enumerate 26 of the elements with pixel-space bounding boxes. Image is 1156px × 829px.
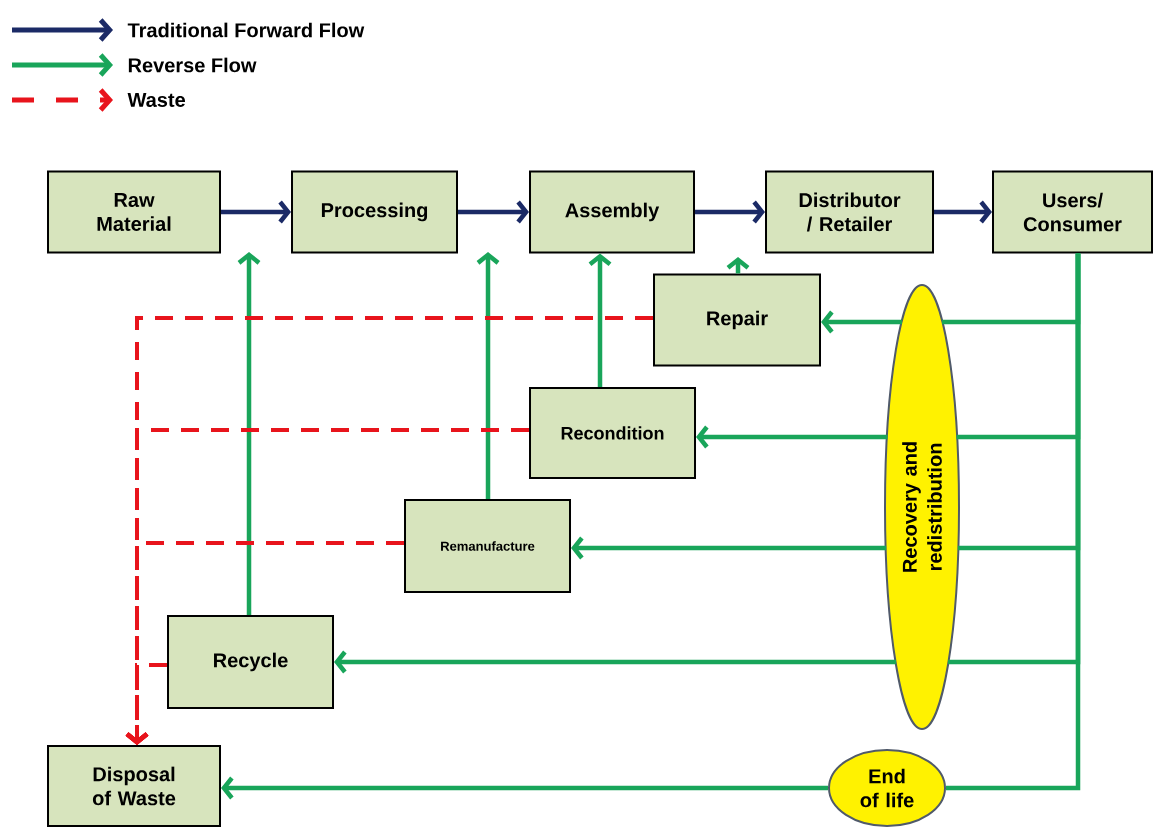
process-box: Users/ Consumer: [992, 170, 1153, 254]
process-box: Recondition: [529, 387, 696, 479]
arrow: [571, 536, 887, 560]
arrow: [695, 200, 765, 224]
process-box: Disposal of Waste: [47, 745, 221, 827]
arrow: [588, 253, 612, 387]
arrow: [125, 663, 167, 745]
arrow: [221, 776, 828, 800]
arrow: [476, 252, 500, 499]
arrow: [237, 252, 261, 615]
arrow: [221, 200, 291, 224]
process-box: Assembly: [529, 170, 695, 254]
process-box: Remanufacture: [404, 499, 571, 593]
process-box: Raw Material: [47, 170, 221, 254]
arrow: [696, 425, 888, 449]
legend-label: Traditional Forward Flow: [127, 22, 365, 38]
process-box: Recycle: [167, 615, 334, 709]
process-box: Processing: [291, 170, 458, 254]
process-box: Distributor / Retailer: [765, 170, 934, 254]
legend-label: Waste: [127, 93, 186, 107]
arrow: [934, 200, 992, 224]
legend-label: Reverse Flow: [128, 57, 257, 73]
arrow: [821, 310, 902, 334]
arrow: [334, 650, 896, 674]
process-box: Repair: [653, 273, 821, 367]
arrow: [458, 200, 529, 224]
